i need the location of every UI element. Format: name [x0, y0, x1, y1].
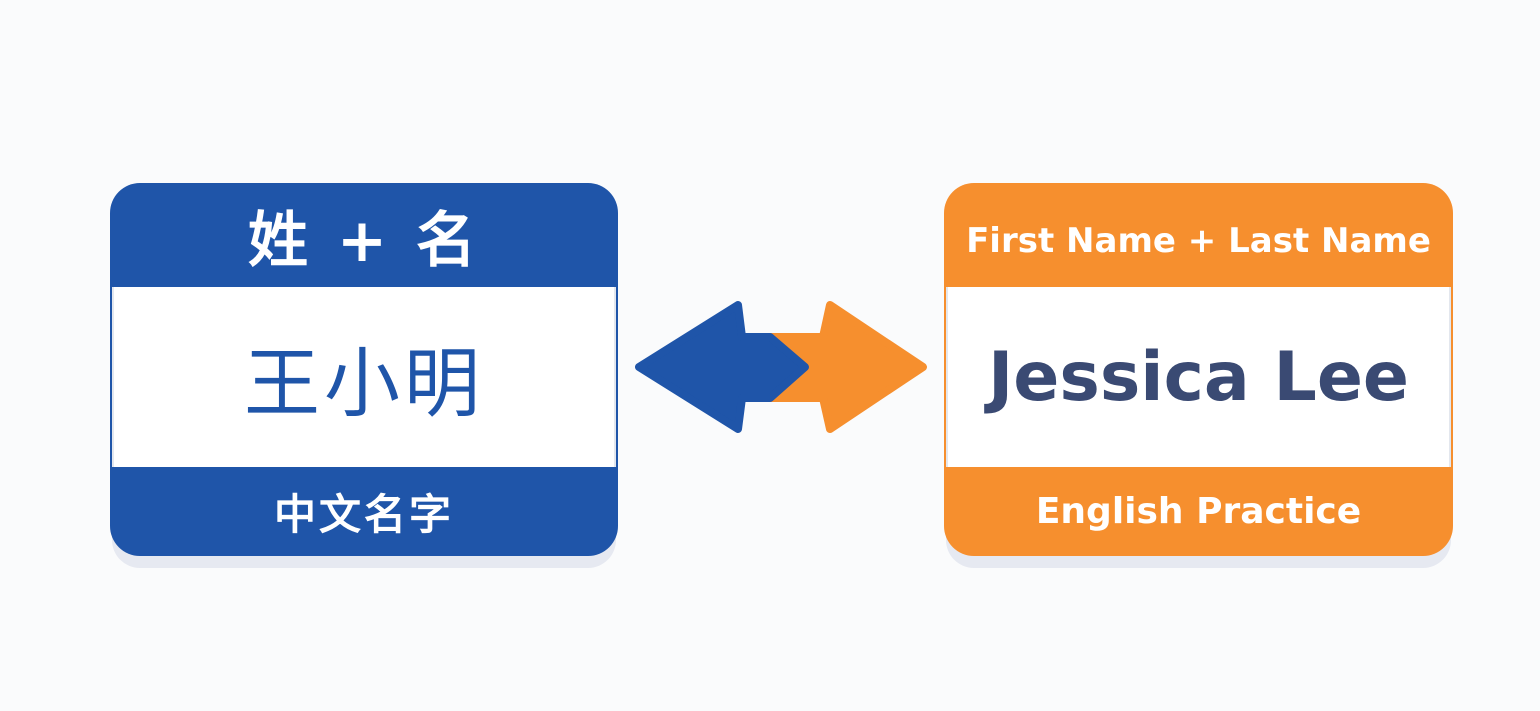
card-footer: English Practice: [1035, 491, 1362, 532]
card-header: 姓 + 名: [247, 205, 481, 276]
card-header: First Name + Last Name: [966, 221, 1431, 261]
card-body: Jessica Lee: [946, 287, 1451, 467]
right-arrow-icon: [764, 301, 927, 433]
chinese-name-card: 姓 + 名 王小明 中文名字: [110, 183, 618, 556]
chinese-name: 王小明: [244, 339, 484, 428]
english-name-card: First Name + Last Name Jessica Lee Engli…: [944, 183, 1453, 556]
left-arrow-icon: [635, 301, 809, 433]
card-footer: 中文名字: [273, 490, 454, 539]
card-body: 王小明: [112, 287, 616, 467]
english-name: Jessica Lee: [987, 337, 1410, 417]
